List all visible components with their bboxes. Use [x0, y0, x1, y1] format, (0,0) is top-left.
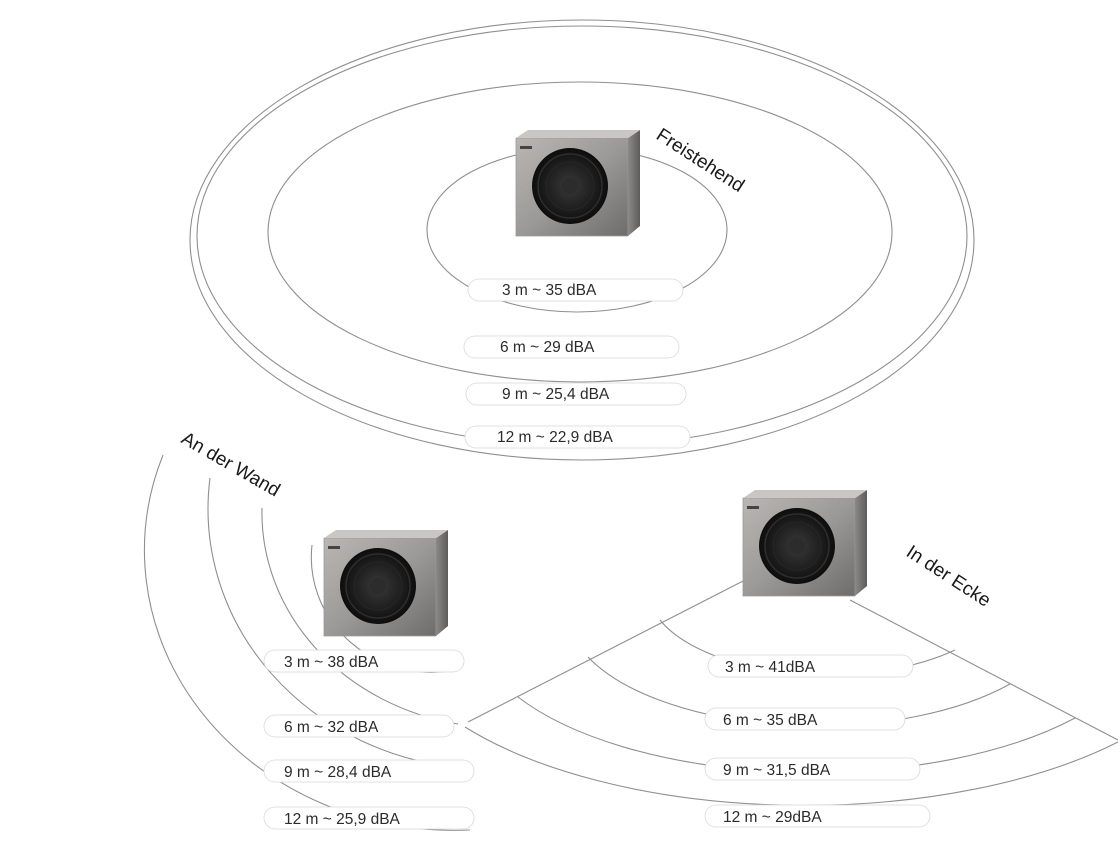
svg-text:3 m ~ 35 dBA: 3 m ~ 35 dBA [502, 282, 597, 299]
label-wand-3m: 3 m ~ 38 dBA [263, 649, 465, 673]
wall-ring-9m [207, 477, 466, 769]
corner-wall-left [467, 579, 746, 723]
label-ecke-3m: 3 m ~ 41dBA [707, 654, 914, 678]
label-ecke-12m: 12 m ~ 29dBA [704, 804, 931, 828]
heat-pump-unit-icon [515, 129, 641, 237]
svg-text:12 m ~ 25,9 dBA: 12 m ~ 25,9 dBA [284, 811, 401, 828]
heat-pump-unit-icon [742, 489, 868, 597]
scenario-title-freistehend: Freistehend [652, 125, 748, 197]
scenario-title-in-der-ecke: In der Ecke [902, 542, 994, 612]
svg-text:9 m ~ 25,4 dBA: 9 m ~ 25,4 dBA [502, 386, 610, 403]
label-wand-12m: 12 m ~ 25,9 dBA [263, 806, 475, 830]
svg-text:9 m ~ 31,5 dBA: 9 m ~ 31,5 dBA [723, 762, 831, 779]
corner-wall-right [849, 599, 1119, 741]
svg-text:3 m ~ 41dBA: 3 m ~ 41dBA [725, 659, 816, 676]
svg-text:12 m ~ 22,9 dBA: 12 m ~ 22,9 dBA [497, 429, 614, 446]
label-freistehend-6m: 6 m ~ 29 dBA [463, 335, 680, 359]
svg-text:6 m ~ 32 dBA: 6 m ~ 32 dBA [284, 719, 379, 736]
heat-pump-unit-icon [323, 529, 449, 637]
scenario-in-der-ecke: 3 m ~ 41dBA 6 m ~ 35 dBA 9 m ~ 31,5 dBA … [464, 489, 1119, 828]
label-freistehend-3m: 3 m ~ 35 dBA [467, 278, 684, 302]
wall-ring-6m [261, 507, 459, 725]
scenario-an-der-wand: 3 m ~ 38 dBA 6 m ~ 32 dBA 9 m ~ 28,4 dBA… [143, 428, 475, 831]
label-wand-6m: 6 m ~ 32 dBA [263, 714, 455, 738]
label-ecke-9m: 9 m ~ 31,5 dBA [704, 757, 921, 781]
label-ecke-6m: 6 m ~ 35 dBA [704, 707, 906, 731]
scenario-freistehend: 3 m ~ 35 dBA 6 m ~ 29 dBA 9 m ~ 25,4 dBA… [189, 19, 975, 461]
scenario-title-an-der-wand: An der Wand [178, 428, 284, 501]
svg-text:6 m ~ 29 dBA: 6 m ~ 29 dBA [500, 339, 595, 356]
ring-6m [267, 81, 893, 383]
label-freistehend-12m: 12 m ~ 22,9 dBA [464, 425, 691, 449]
svg-text:3 m ~ 38 dBA: 3 m ~ 38 dBA [284, 654, 379, 671]
svg-text:12 m ~ 29dBA: 12 m ~ 29dBA [723, 809, 822, 826]
ring-12m [189, 19, 975, 461]
label-wand-9m: 9 m ~ 28,4 dBA [263, 759, 475, 783]
label-freistehend-9m: 9 m ~ 25,4 dBA [465, 382, 687, 406]
svg-text:6 m ~ 35 dBA: 6 m ~ 35 dBA [723, 712, 818, 729]
svg-text:9 m ~ 28,4 dBA: 9 m ~ 28,4 dBA [284, 764, 392, 781]
